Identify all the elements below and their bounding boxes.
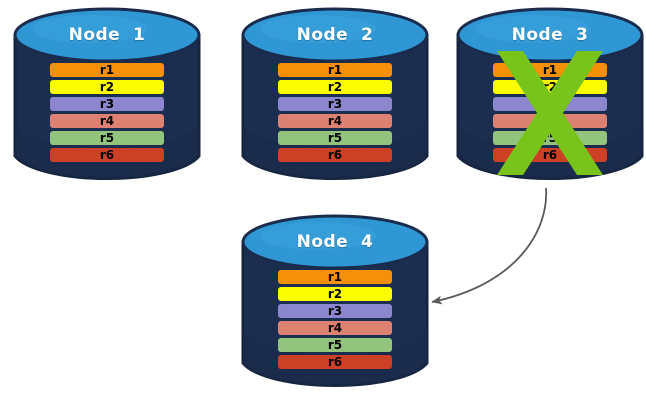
data-row-r3-node3[interactable]: r3 xyxy=(493,97,607,111)
data-row-r5-node4[interactable]: r5 xyxy=(278,338,392,352)
data-row-r2-node1[interactable]: r2 xyxy=(50,80,164,94)
data-row-r4-node2[interactable]: r4 xyxy=(278,114,392,128)
data-row-r4-node4[interactable]: r4 xyxy=(278,321,392,335)
data-row-r3-node2[interactable]: r3 xyxy=(278,97,392,111)
data-row-r3-node1[interactable]: r3 xyxy=(50,97,164,111)
data-row-r1-node1[interactable]: r1 xyxy=(50,63,164,77)
row-stack-node2: r1 r2 r3 r4 r5 r6 xyxy=(240,63,430,162)
row-stack-node1: r1 r2 r3 r4 r5 r6 xyxy=(12,63,202,162)
data-row-r4-node1[interactable]: r4 xyxy=(50,114,164,128)
data-row-r5-node2[interactable]: r5 xyxy=(278,131,392,145)
data-row-r6-node4[interactable]: r6 xyxy=(278,355,392,369)
row-stack-node3: r1 r2 r3 r4 r5 r6 xyxy=(455,63,645,162)
data-row-r2-node3[interactable]: r2 xyxy=(493,80,607,94)
data-row-r1-node3[interactable]: r1 xyxy=(493,63,607,77)
data-row-r3-node4[interactable]: r3 xyxy=(278,304,392,318)
data-row-r4-node3[interactable]: r4 xyxy=(493,114,607,128)
data-row-r2-node2[interactable]: r2 xyxy=(278,80,392,94)
data-row-r6-node2[interactable]: r6 xyxy=(278,148,392,162)
data-row-r1-node4[interactable]: r1 xyxy=(278,270,392,284)
data-row-r6-node1[interactable]: r6 xyxy=(50,148,164,162)
row-stack-node4: r1 r2 r3 r4 r5 r6 xyxy=(240,270,430,369)
data-row-r5-node3[interactable]: r5 xyxy=(493,131,607,145)
data-row-r1-node2[interactable]: r1 xyxy=(278,63,392,77)
data-row-r5-node1[interactable]: r5 xyxy=(50,131,164,145)
data-row-r2-node4[interactable]: r2 xyxy=(278,287,392,301)
data-row-r6-node3[interactable]: r6 xyxy=(493,148,607,162)
